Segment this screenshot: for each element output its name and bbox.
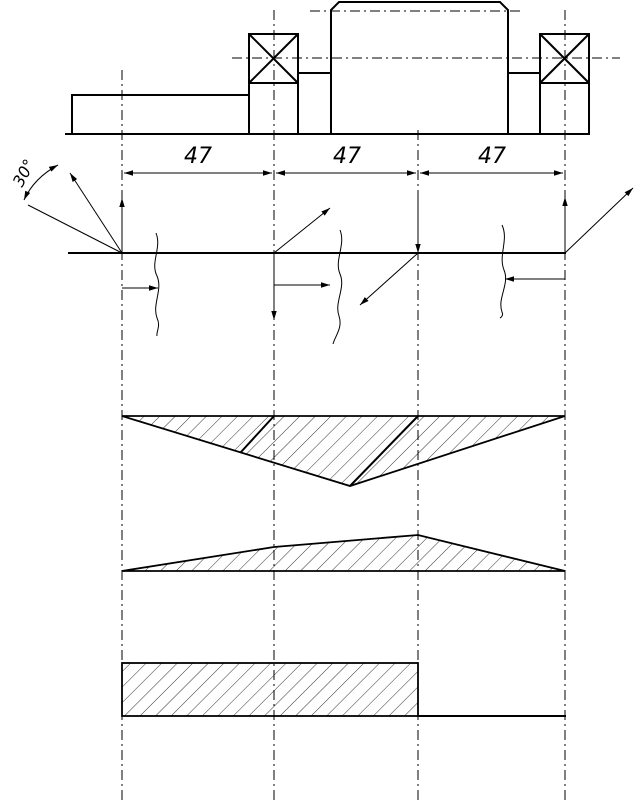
shaft-assembly — [65, 1, 620, 135]
dimension-chain: 47 47 47 — [124, 144, 563, 176]
shaft-end — [71, 94, 249, 134]
moment-diagram-vertical-area — [121, 534, 566, 572]
force-left-radial — [27, 204, 123, 254]
gear-body — [330, 1, 509, 134]
force-right-inclined — [564, 187, 634, 254]
dimension-span-1: 47 — [184, 144, 212, 169]
break-line-3 — [499, 224, 507, 319]
dimension-span-2: 47 — [333, 144, 361, 169]
break-line-2 — [332, 229, 343, 345]
force-section2-inclined — [273, 207, 331, 254]
moment-diagram-horizontal-area — [121, 415, 566, 487]
force-left-inclined — [69, 172, 123, 254]
angle-arc — [23, 164, 59, 201]
moment-ordinate-2 — [349, 415, 419, 487]
torque-diagram-area — [121, 662, 419, 717]
moment-diagram-vertical — [121, 534, 566, 572]
angle-label: 30° — [9, 156, 39, 190]
loading-scheme: 30° — [9, 156, 634, 345]
moment-diagram-horizontal — [121, 415, 566, 487]
force-section3-inclined — [359, 252, 419, 306]
bearing-right-cross-b — [539, 33, 590, 84]
bearing-left-cross-b — [248, 33, 299, 84]
moment-ordinate-1 — [240, 415, 275, 453]
torque-diagram — [121, 662, 566, 717]
shaft-shoulder-left — [298, 72, 332, 134]
dimension-span-3: 47 — [478, 144, 506, 169]
break-line-1 — [154, 232, 160, 337]
